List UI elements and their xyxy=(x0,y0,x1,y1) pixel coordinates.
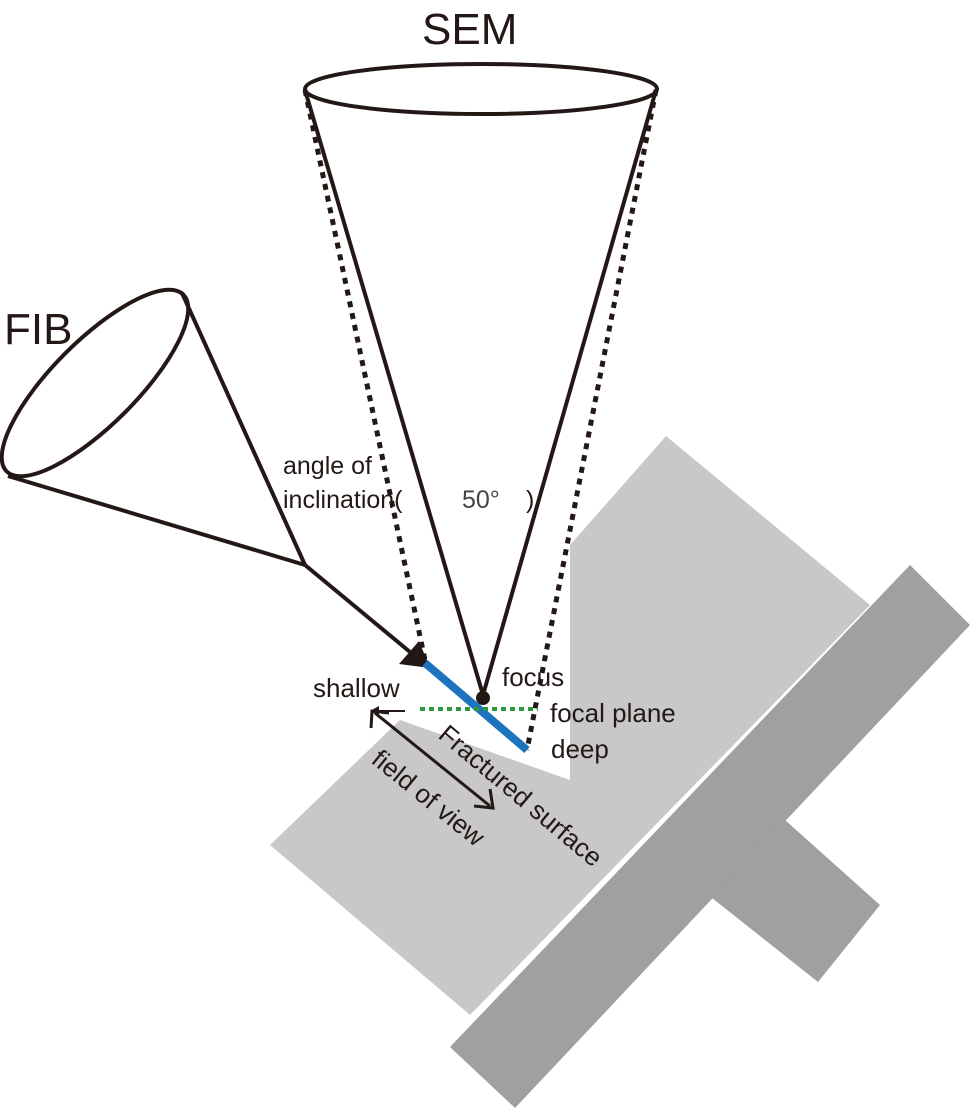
angle-label-line2: inclination( xyxy=(283,486,403,514)
sem-depth-left-dotted xyxy=(302,89,428,661)
stage-bar xyxy=(450,565,970,1108)
angle-close-paren: ) xyxy=(526,486,534,514)
field-of-view-arrow xyxy=(369,709,495,810)
sem-cone-left-edge xyxy=(303,89,485,696)
sem-depth-right-dotted xyxy=(524,89,659,751)
fib-cone-lower-edge xyxy=(7,474,306,567)
focus-point xyxy=(476,691,490,705)
focal-plane-label: focal plane xyxy=(550,698,676,728)
fib-aperture-ellipse xyxy=(0,287,191,479)
fractured-surface-line xyxy=(422,659,530,754)
fib-label: FIB xyxy=(4,305,72,354)
deep-label: deep xyxy=(551,734,609,764)
sem-aperture-ellipse xyxy=(303,62,659,116)
sem-cone xyxy=(302,62,659,751)
focus-label: focus xyxy=(502,662,564,692)
specimen-block xyxy=(270,436,870,1015)
stage-arm xyxy=(712,820,880,982)
sem-cone-right-edge xyxy=(481,89,658,696)
sem-label: SEM xyxy=(422,5,517,54)
fib-cone-upper-edge xyxy=(180,292,307,566)
fib-cone xyxy=(0,287,430,668)
angle-label-line1: angle of xyxy=(283,452,372,480)
shallow-label: shallow xyxy=(313,673,400,703)
angle-value: 50° xyxy=(462,486,500,514)
fib-beam-line xyxy=(303,563,412,654)
fib-beam-arrowhead xyxy=(399,641,430,668)
